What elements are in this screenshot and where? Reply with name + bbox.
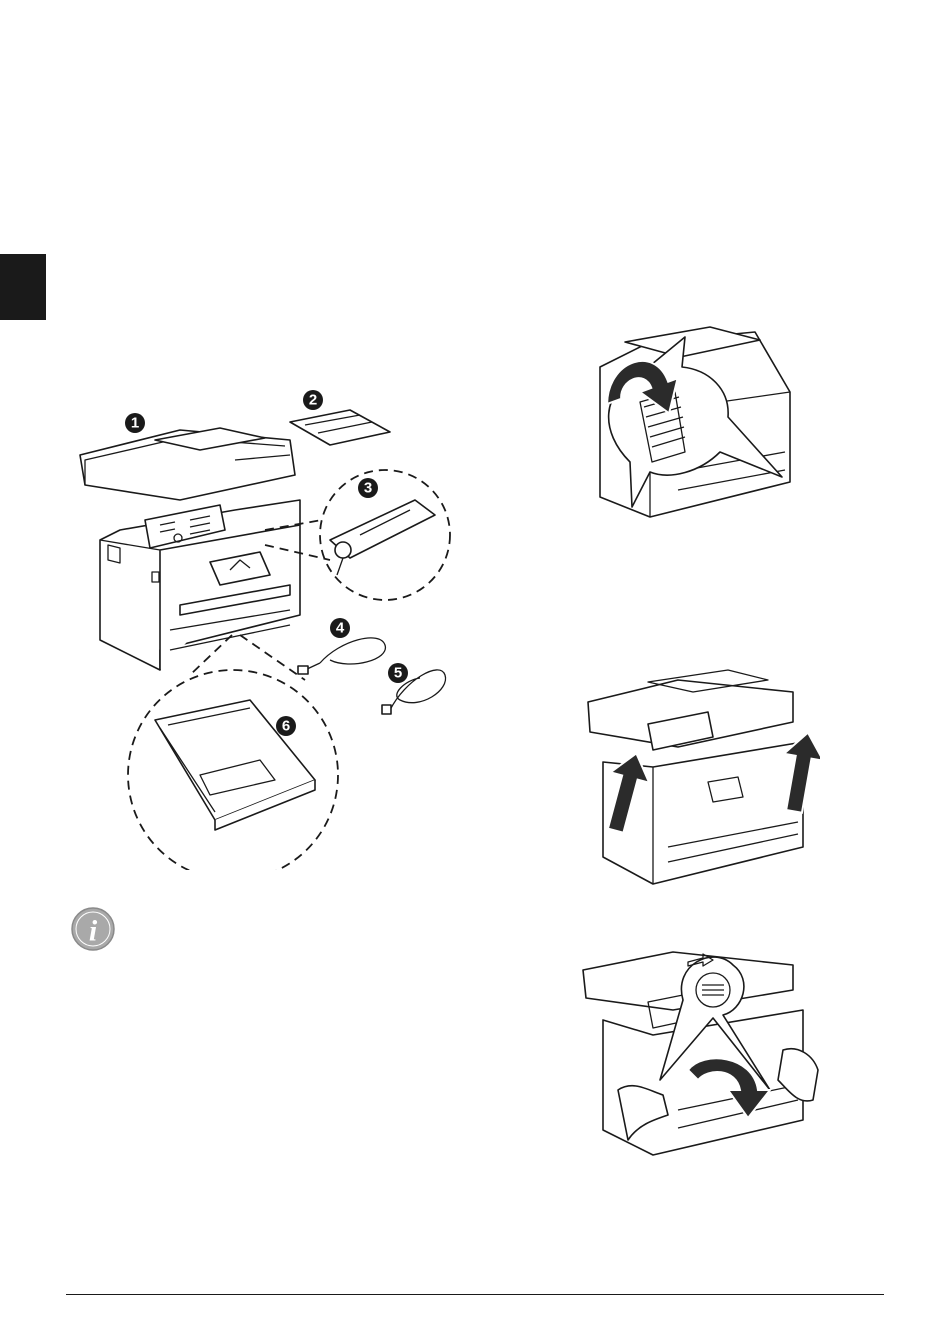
callout-4-number: 4	[336, 620, 345, 637]
info-icon-glyph: i	[89, 915, 98, 948]
callout-2: 2	[303, 390, 323, 410]
callout-5: 5	[388, 663, 408, 683]
step-open-cover-illustration	[578, 940, 830, 1172]
document-tray-drawing	[290, 410, 390, 445]
callout-1: 1	[125, 413, 145, 433]
power-cable-drawing	[298, 638, 385, 674]
callout-5-number: 5	[394, 665, 402, 682]
section-tab-marker	[0, 254, 46, 320]
callout-2-number: 2	[309, 392, 317, 409]
step-remove-packaging-illustration	[560, 312, 810, 524]
callout-4: 4	[330, 618, 350, 638]
callout-6-number: 6	[282, 718, 290, 735]
footer-rule	[66, 1294, 884, 1295]
package-contents-illustration: 1 2 3 4 5	[60, 380, 480, 870]
device-drawing	[80, 428, 300, 670]
callout-1-number: 1	[131, 415, 139, 432]
callout-3: 3	[358, 478, 378, 498]
callout-6: 6	[276, 716, 296, 736]
callout-3-number: 3	[364, 480, 372, 497]
step-lift-scanner-illustration	[578, 662, 820, 890]
info-icon: i	[70, 906, 116, 952]
